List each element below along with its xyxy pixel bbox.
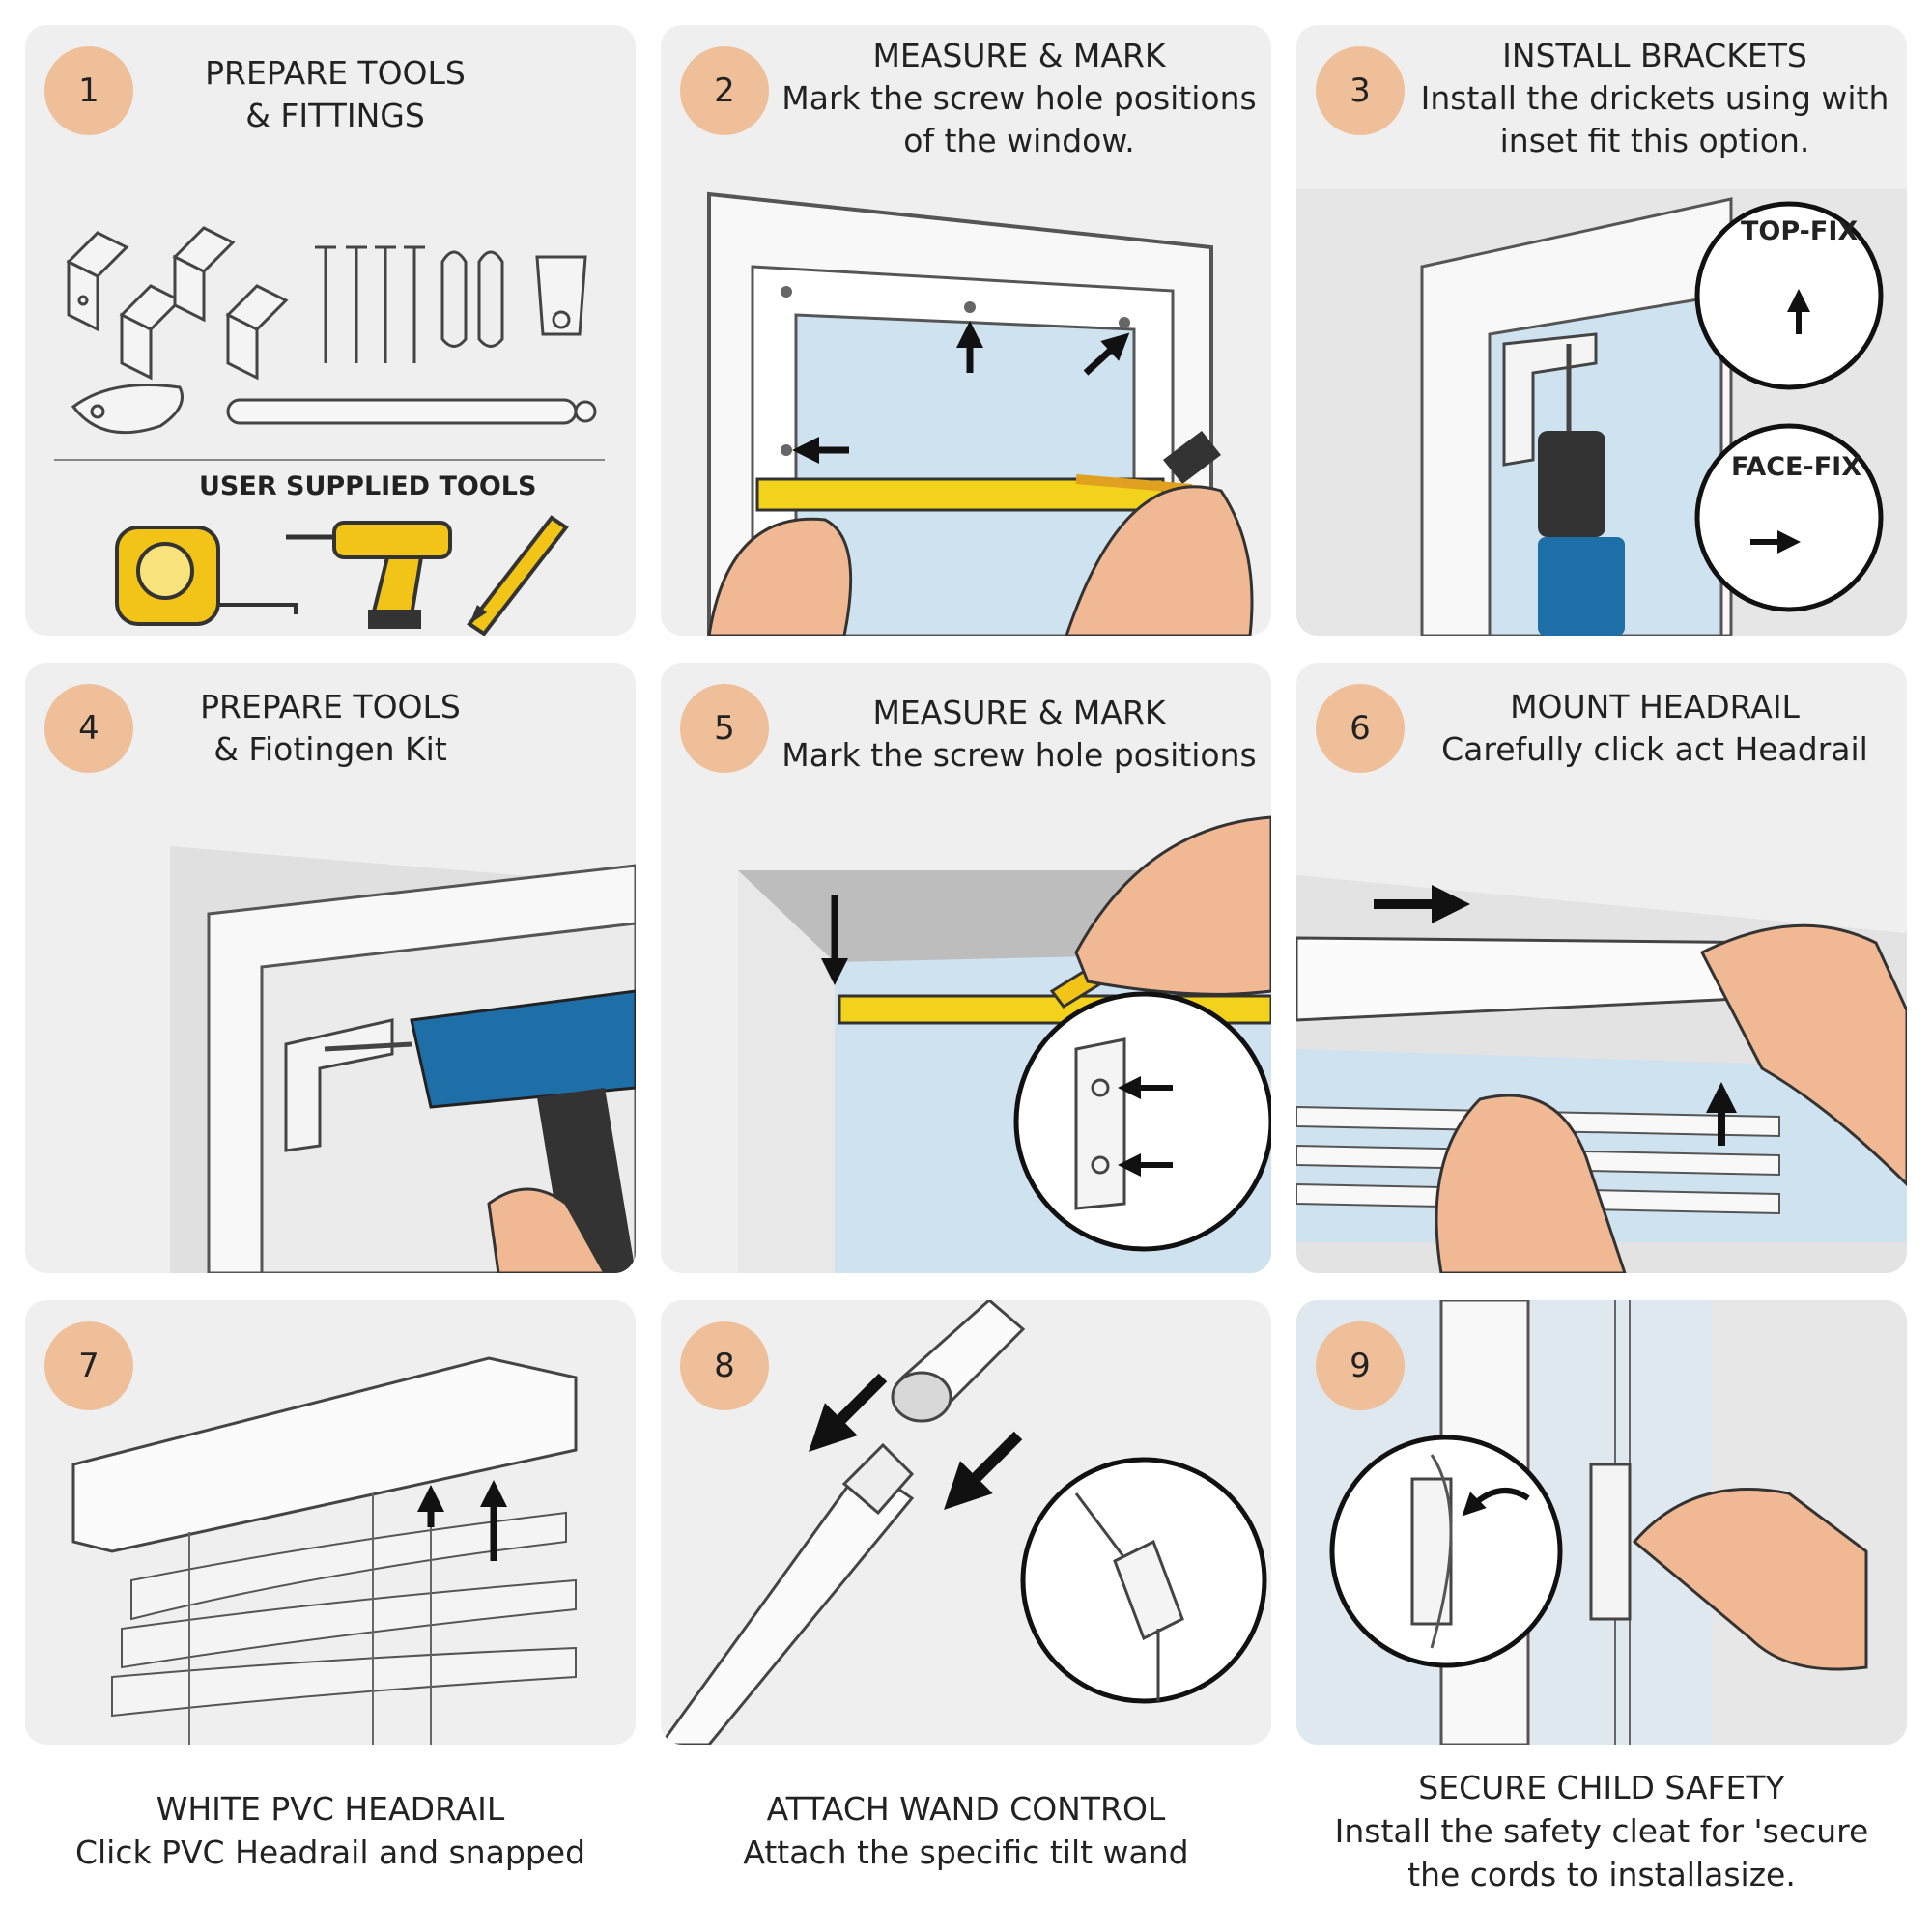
drill-bracket-illustration: [170, 846, 636, 1273]
step-badge-4: 4: [44, 684, 133, 773]
hand-icon: [1435, 1094, 1627, 1273]
step-panel-4: 4 PREPARE TOOLS & Fiotingen Kit: [25, 663, 636, 1273]
cleat-icon: [1589, 1463, 1632, 1621]
attach-wand-illustration: [661, 1300, 1267, 1745]
user-supplied-tools-label: USER SUPPLIED TOOLS: [199, 471, 537, 501]
bracket-icon: [66, 226, 289, 381]
step-panel-3: TOP-FIX FACE-FIX 3 INSTALL BRACKETS Inst…: [1296, 25, 1907, 636]
wall-plug-icon: [440, 250, 504, 348]
screw-icon: [315, 245, 425, 363]
hand-icon: [1065, 485, 1254, 636]
step-title-2: MEASURE & MARK Mark the screw hole posit…: [781, 37, 1257, 159]
step-badge-2: 2: [680, 46, 769, 135]
bracket-icon: [1502, 332, 1598, 467]
step-badge-1: 1: [44, 46, 133, 135]
step-panel-2: 2 MEASURE & MARK Mark the screw hole pos…: [661, 25, 1271, 636]
tape-measure-icon: [115, 526, 298, 626]
drill-icon: [1538, 431, 1605, 537]
hand-icon: [1074, 815, 1271, 996]
headrail-slats-illustration: [71, 1356, 578, 1745]
measure-window-illustration: [707, 191, 1254, 636]
face-fix-label: FACE-FIX: [1731, 452, 1862, 482]
drill-icon: [410, 989, 636, 1109]
step-badge-3: 3: [1316, 46, 1405, 135]
headrail-icon: [71, 1356, 578, 1553]
wand-icon: [226, 398, 597, 425]
step-badge-7: 7: [44, 1321, 133, 1410]
pencil-icon: [467, 515, 569, 636]
wand-icon: [661, 1462, 915, 1745]
step-panel-1: 1 PREPARE TOOLS & FITTINGS: [25, 25, 636, 636]
hand-icon: [1632, 1488, 1868, 1671]
bracket-icon: [284, 1018, 394, 1152]
fittings-illustration: [54, 226, 605, 636]
step-panel-5: 5 MEASURE & MARK Mark the screw hole pos…: [661, 663, 1271, 1273]
step-panel-9: 9: [1296, 1300, 1907, 1745]
caption-9: SECURE CHILD SAFETY Install the safety c…: [1334, 1769, 1869, 1893]
hand-icon: [707, 517, 853, 636]
cleat-icon: [71, 384, 184, 435]
drill-icon: [286, 521, 452, 629]
step-title-1: PREPARE TOOLS & FITTINGS: [205, 54, 466, 134]
mount-headrail-illustration: [1296, 875, 1907, 1273]
install-brackets-illustration: [1296, 189, 1907, 636]
step-title-4: PREPARE TOOLS & Fiotingen Kit: [200, 688, 461, 768]
measure-recess-illustration: [738, 815, 1271, 1273]
bracket-detail-inset: [1013, 991, 1271, 1252]
step-panel-6: 6 MOUNT HEADRAIL Carefully click act Hea…: [1296, 663, 1907, 1273]
hand-icon: [1699, 923, 1907, 1187]
step-panel-8: 8: [661, 1300, 1271, 1745]
step-badge-6: 6: [1316, 684, 1405, 773]
step-badge-9: 9: [1316, 1321, 1405, 1410]
clip-icon: [535, 255, 587, 336]
step-panel-7: 7: [25, 1300, 636, 1745]
caption-8: ATTACH WAND CONTROL Attach the specific …: [743, 1790, 1189, 1871]
face-fix-inset: [1694, 423, 1884, 612]
top-fix-label: TOP-FIX: [1741, 216, 1859, 246]
step-title-5: MEASURE & MARK Mark the screw hole posit…: [781, 694, 1257, 774]
step-title-6: MOUNT HEADRAIL Carefully click act Headr…: [1441, 688, 1868, 768]
step-badge-8: 8: [680, 1321, 769, 1410]
caption-7: WHITE PVC HEADRAIL Click PVC Headrail an…: [74, 1790, 586, 1871]
hand-icon: [487, 1187, 607, 1273]
step-badge-5: 5: [680, 684, 769, 773]
step-title-3: INSTALL BRACKETS Install the drickets us…: [1420, 37, 1889, 159]
